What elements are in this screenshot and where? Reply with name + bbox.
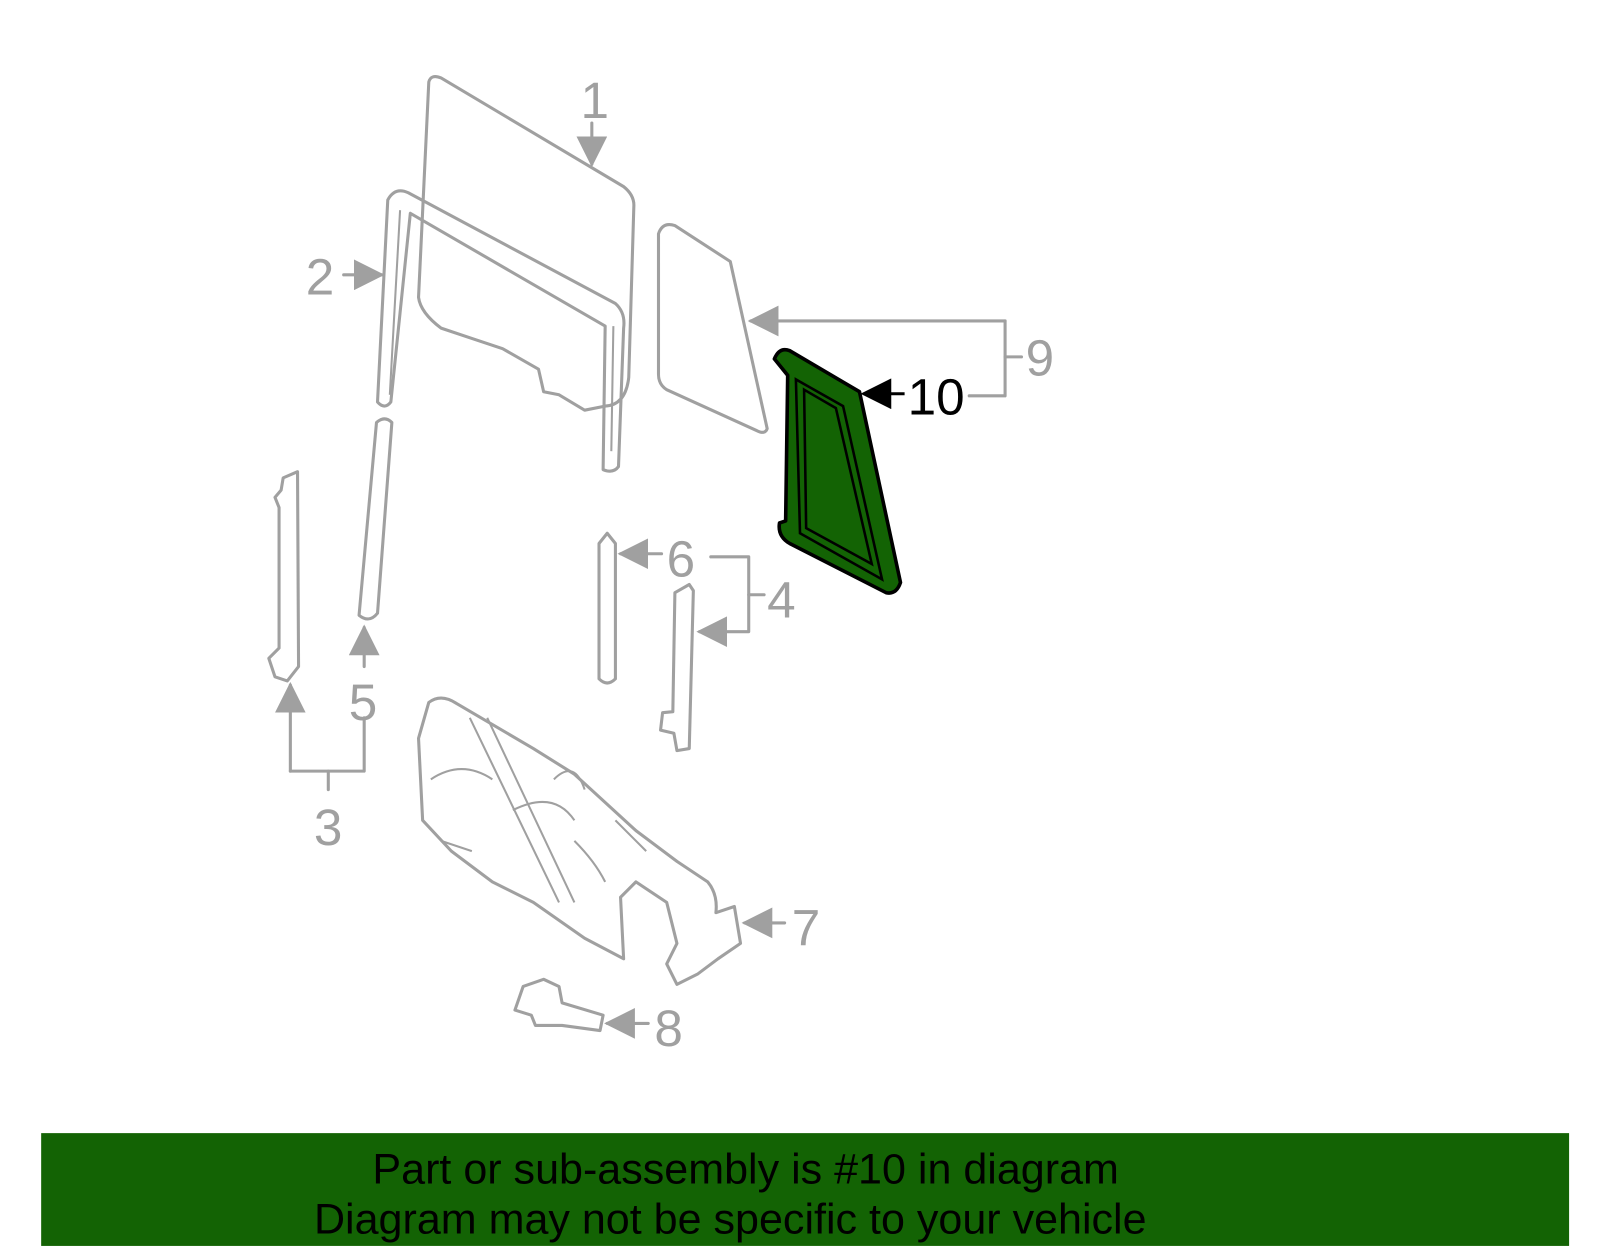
banner-line-1: Part or sub-assembly is #10 in diagram xyxy=(372,1145,1118,1193)
part-9-vent-glass[interactable] xyxy=(656,223,769,434)
callout-7[interactable]: 7 xyxy=(792,899,821,956)
callout-lines xyxy=(274,121,1024,1039)
callout-6[interactable]: 6 xyxy=(667,530,696,587)
part-4-channel[interactable] xyxy=(659,582,695,753)
part-2-run-channel[interactable] xyxy=(375,189,626,473)
part-10-vent-frame[interactable] xyxy=(772,347,903,595)
callout-10[interactable]: 10 xyxy=(908,368,965,425)
part-7-regulator[interactable] xyxy=(416,696,743,986)
callout-1[interactable]: 1 xyxy=(581,72,610,129)
callout-8[interactable]: 8 xyxy=(654,1000,683,1057)
callout-3[interactable]: 3 xyxy=(314,799,343,856)
banner-line-2: Diagram may not be specific to your vehi… xyxy=(314,1196,1147,1244)
callout-2[interactable]: 2 xyxy=(306,248,335,305)
part-3-guide[interactable] xyxy=(267,470,301,683)
info-banner xyxy=(41,1133,1570,1246)
part-6-run[interactable] xyxy=(597,531,617,685)
callout-9[interactable]: 9 xyxy=(1026,329,1055,386)
callout-5[interactable]: 5 xyxy=(349,674,378,731)
callout-4[interactable]: 4 xyxy=(767,571,796,628)
part-5-channel[interactable] xyxy=(357,417,394,621)
part-8-bracket[interactable] xyxy=(513,977,605,1033)
part-1-door-glass[interactable] xyxy=(416,75,636,412)
